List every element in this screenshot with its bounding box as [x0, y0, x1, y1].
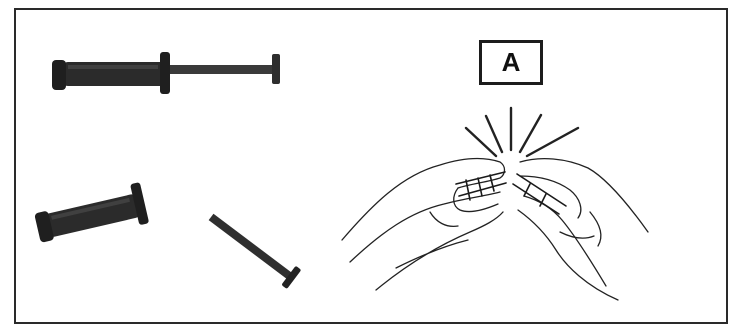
figure-label-a: A	[479, 40, 543, 85]
syringe-barrel-icon	[33, 182, 150, 248]
assembled-syringe-icon	[52, 52, 280, 94]
syringe-plunger-icon	[204, 207, 302, 289]
hands-snapping-icon	[342, 108, 648, 300]
